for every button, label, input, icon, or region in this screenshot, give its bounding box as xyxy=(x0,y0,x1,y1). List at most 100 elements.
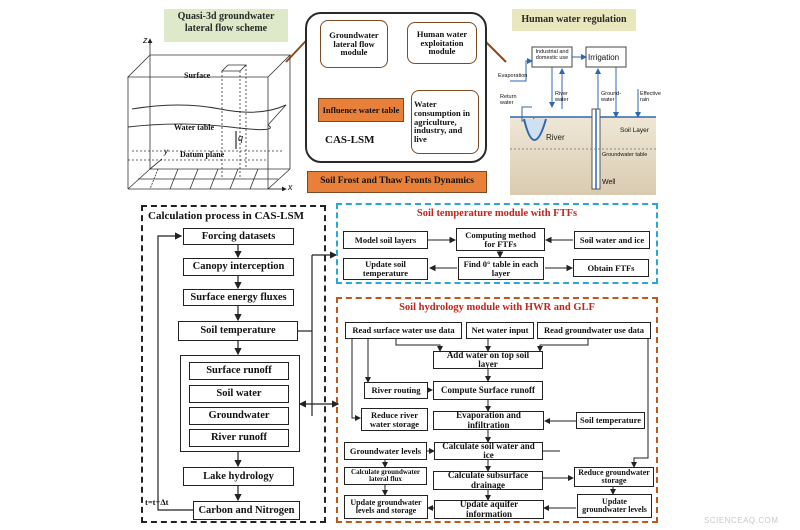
compute-runoff-label: Compute Surface runoff xyxy=(441,384,535,395)
hwr-effective-rain-label: Effective rain xyxy=(640,91,661,104)
update-soil-temp-box: Update soil temperature xyxy=(343,258,428,280)
obtain-ftfs-box: Obtain FTFs xyxy=(573,259,649,277)
groundwater-scheme-panel: Quasi-3d groundwater lateral flow scheme xyxy=(110,9,300,192)
hwr-panel: Human water regulation Industrial and do… xyxy=(498,9,664,195)
influence-water-table-box: Influence water table xyxy=(318,98,404,122)
update-gw-storage-box: Update groundwater levels and storage xyxy=(344,495,428,519)
computing-label: Computing method for FTFs xyxy=(465,229,536,249)
reduce-river-box: Reduce river water storage xyxy=(361,408,428,431)
watermark: SCIENCEAQ.COM xyxy=(704,516,779,525)
canopy-interception-box: Canopy interception xyxy=(183,258,294,276)
soil-water-box: Soil water xyxy=(189,385,289,403)
groundwater-label: Groundwater xyxy=(208,410,270,422)
net-input-label: Net water input xyxy=(471,325,529,336)
groundwater-box: Groundwater xyxy=(189,407,289,425)
scheme-label-z: z xyxy=(143,35,148,45)
add-water-box: Add water on top soil layer xyxy=(433,349,543,369)
soil-water-ice-box: Soil water and ice xyxy=(574,231,650,249)
update-temp-label: Update soil temperature xyxy=(362,259,409,278)
subsurface-label: Calculate subsurface drainage xyxy=(447,470,529,490)
influence-label: Influence water table xyxy=(322,104,400,115)
hydrology-group-frame xyxy=(180,355,300,452)
read-surface-label: Read surface water use data xyxy=(352,325,455,336)
cas-lsm-label: CAS-LSM xyxy=(325,134,375,146)
add-water-label: Add water on top soil layer xyxy=(446,349,530,369)
scheme-datum-label: Datum plane xyxy=(180,150,225,159)
carbon-label: Carbon and Nitrogen xyxy=(198,504,295,516)
soil-temperature-box: Soil temperature xyxy=(178,321,298,341)
runoff-label: Surface runoff xyxy=(206,365,272,377)
calc-lateral-label: Calculate groundwater lateral flux xyxy=(351,467,420,483)
scheme-label-q: q xyxy=(238,133,244,143)
calc-lateral-flux-box: Calculate groundwater lateral flux xyxy=(344,467,427,485)
reduce-gw-label: Reduce groundwater storage xyxy=(578,467,650,485)
hyd-soil-temp-label: Soil temperature xyxy=(580,415,641,426)
reduce-river-label: Reduce river water storage xyxy=(369,409,420,429)
energy-label: Surface energy fluxes xyxy=(190,291,287,303)
scheme-label-x: x xyxy=(288,182,293,192)
hwr-irrigation-label: Irrigation xyxy=(588,53,620,62)
hyd-soil-temperature-box: Soil temperature xyxy=(576,412,645,429)
surface-energy-box: Surface energy fluxes xyxy=(183,289,294,306)
scheme-title: Quasi-3d groundwater lateral flow scheme xyxy=(177,11,275,34)
model-layers-label: Model soil layers xyxy=(354,234,417,245)
read-groundwater-box: Read groundwater use data xyxy=(537,322,651,339)
evap-infiltration-box: Evaporation and infiltration xyxy=(433,410,544,430)
calc-chain-arrows xyxy=(157,232,340,511)
groundwater-levels-box: Groundwater levels xyxy=(344,442,427,460)
lake-label: Lake hydrology xyxy=(203,470,274,482)
canopy-label: Canopy interception xyxy=(192,261,285,273)
forcing-datasets-box: Forcing datasets xyxy=(183,228,294,245)
hwr-soil-layer-label: Soil Layer xyxy=(620,127,649,134)
river-runoff-label: River runoff xyxy=(210,432,268,444)
lake-hydrology-box: Lake hydrology xyxy=(183,467,294,486)
calc-soil-water-label: Calculate soil water and ice xyxy=(442,440,535,460)
river-routing-box: River routing xyxy=(364,382,428,399)
hwr-title: Human water regulation xyxy=(521,14,627,25)
scheme-3d-grid xyxy=(127,38,291,191)
hwr-industrial-label: Industrial and domestic use xyxy=(535,49,569,62)
reduce-gw-storage-box: Reduce groundwater storage xyxy=(574,467,654,487)
hydrology-module-frame xyxy=(336,297,658,523)
forcing-label: Forcing datasets xyxy=(201,230,276,242)
exploit-module-label: Human water exploitation module xyxy=(416,28,468,57)
groundwater-lateral-flow-module: Groundwater lateral flow module xyxy=(320,20,388,68)
read-gw-label: Read groundwater use data xyxy=(543,325,645,336)
hwr-diagram xyxy=(510,46,656,190)
soil-frost-thaw-box: Soil Frost and Thaw Fronts Dynamics xyxy=(307,171,487,193)
soil-water-label: Soil water xyxy=(216,388,262,400)
read-surface-water-box: Read surface water use data xyxy=(345,322,462,339)
gw-module-label: Groundwater lateral flow module xyxy=(329,29,379,58)
river-routing-label: River routing xyxy=(371,385,421,396)
update-aquifer-box: Update aquifer information xyxy=(434,499,544,519)
frost-label: Soil Frost and Thaw Fronts Dynamics xyxy=(320,176,474,187)
update-gw-levels-box: Update groundwater levels xyxy=(577,494,652,518)
soil-temp-label: Soil temperature xyxy=(200,325,276,337)
scheme-surface-label: Surface xyxy=(184,71,211,80)
hwr-title-banner xyxy=(512,9,636,31)
hwr-gw-table-label: Groundwater table xyxy=(602,152,648,158)
hydrology-module-title: Soil hydrology module with HWR and GLF xyxy=(399,302,595,313)
carbon-nitrogen-box: Carbon and Nitrogen xyxy=(193,501,300,520)
update-gw-storage-label: Update groundwater levels and storage xyxy=(350,497,422,515)
find-table-box: Find 0° table in each layer xyxy=(458,257,544,280)
model-soil-layers-box: Model soil layers xyxy=(343,231,428,249)
update-gw-levels-label: Update groundwater levels xyxy=(582,496,647,514)
obtain-label: Obtain FTFs xyxy=(587,262,635,273)
gw-levels-label: Groundwater levels xyxy=(349,445,422,456)
update-aquifer-label: Update aquifer information xyxy=(459,499,519,519)
ftf-module-title: Soil temperature module with FTFs xyxy=(416,208,578,219)
ftf-arrows xyxy=(428,236,574,272)
consumption-label: Water consumption in agriculture, indust… xyxy=(414,98,470,145)
timestep-label: t=t+Δt xyxy=(145,497,169,507)
scheme-label-y: y xyxy=(164,147,168,156)
evap-infil-label: Evaporation and infiltration xyxy=(456,410,521,430)
soil-water-ice-label: Soil water and ice xyxy=(579,234,645,245)
water-consumption-box: Water consumption in agriculture, indust… xyxy=(411,90,479,154)
scheme-title-banner xyxy=(164,9,288,42)
scheme-water-table-label: Water table xyxy=(174,123,215,132)
calc-soil-water-box: Calculate soil water and ice xyxy=(434,440,543,460)
calc-process-frame xyxy=(141,205,326,523)
computing-method-box: Computing method for FTFs xyxy=(456,228,545,251)
hwr-well-label: Well xyxy=(602,179,616,186)
